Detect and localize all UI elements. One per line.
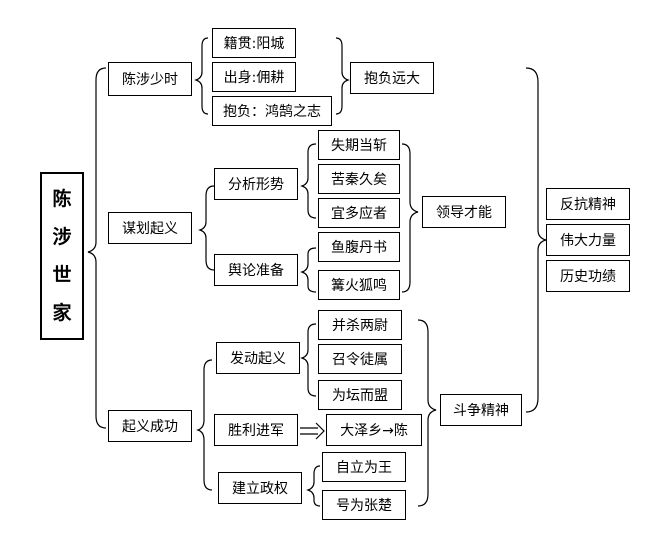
subgroup-fenxi: 分析形势 [214,168,298,200]
final-weida: 伟大力量 [546,224,630,256]
item-gouhuo: 篝火狐鸣 [318,270,400,300]
summary-douzheng: 斗争精神 [440,394,522,426]
subgroup-fadong: 发动起义 [216,342,300,374]
brace-mouhua [198,185,215,271]
item-ziliwei: 自立为王 [322,452,406,482]
item-baofu: 抱负：鸿鹄之志 [212,96,332,126]
item-bingsha: 并杀两尉 [318,310,402,340]
root-char: 世 [52,264,72,286]
section-mouhua: 谋划起义 [108,212,192,244]
subgroup-jianli: 建立政权 [218,472,302,504]
brace-fadong [300,323,317,397]
item-jiguan: 籍贯:阳城 [212,28,296,58]
root-char: 陈 [52,188,72,210]
summary-baofu-yuanda: 抱负远大 [350,62,434,94]
double-arrow-head [315,422,325,440]
item-yufu: 鱼腹丹书 [318,232,400,262]
root-node: 陈 涉 世 家 [40,172,84,340]
brace-shaoshi [194,37,209,115]
final-lishi: 历史功绩 [546,260,630,292]
brace-final [525,67,547,413]
item-weitan: 为坛而盟 [318,380,402,410]
final-fankang: 反抗精神 [546,188,630,220]
brace-fenxi [300,143,317,219]
item-dazexiang: 大泽乡→陈 [326,414,422,446]
root-char: 涉 [52,226,72,248]
item-chushen: 出身:佣耕 [212,62,296,92]
brace-lingdao [401,143,419,293]
brace-jianli [306,465,321,507]
section-shaoshi: 陈涉少时 [108,62,192,96]
root-brace [87,67,107,429]
summary-lingdao: 领导才能 [422,196,506,228]
item-zhaoling: 召令徒属 [318,344,402,374]
brace-douzheng [417,319,437,507]
item-yiduo: 宜多应者 [318,198,400,228]
section-chenggong: 起义成功 [108,410,192,442]
brace-yulun [300,247,317,293]
item-kuqin: 苦秦久矣 [318,164,400,194]
item-haowei: 号为张楚 [322,490,406,520]
brace-chenggong [196,359,213,491]
brace-baofu [335,37,350,115]
subgroup-shengli: 胜利进军 [214,414,298,446]
subgroup-yulun: 舆论准备 [214,254,298,286]
root-char: 家 [52,302,72,324]
item-shiqi: 失期当斩 [318,130,400,160]
